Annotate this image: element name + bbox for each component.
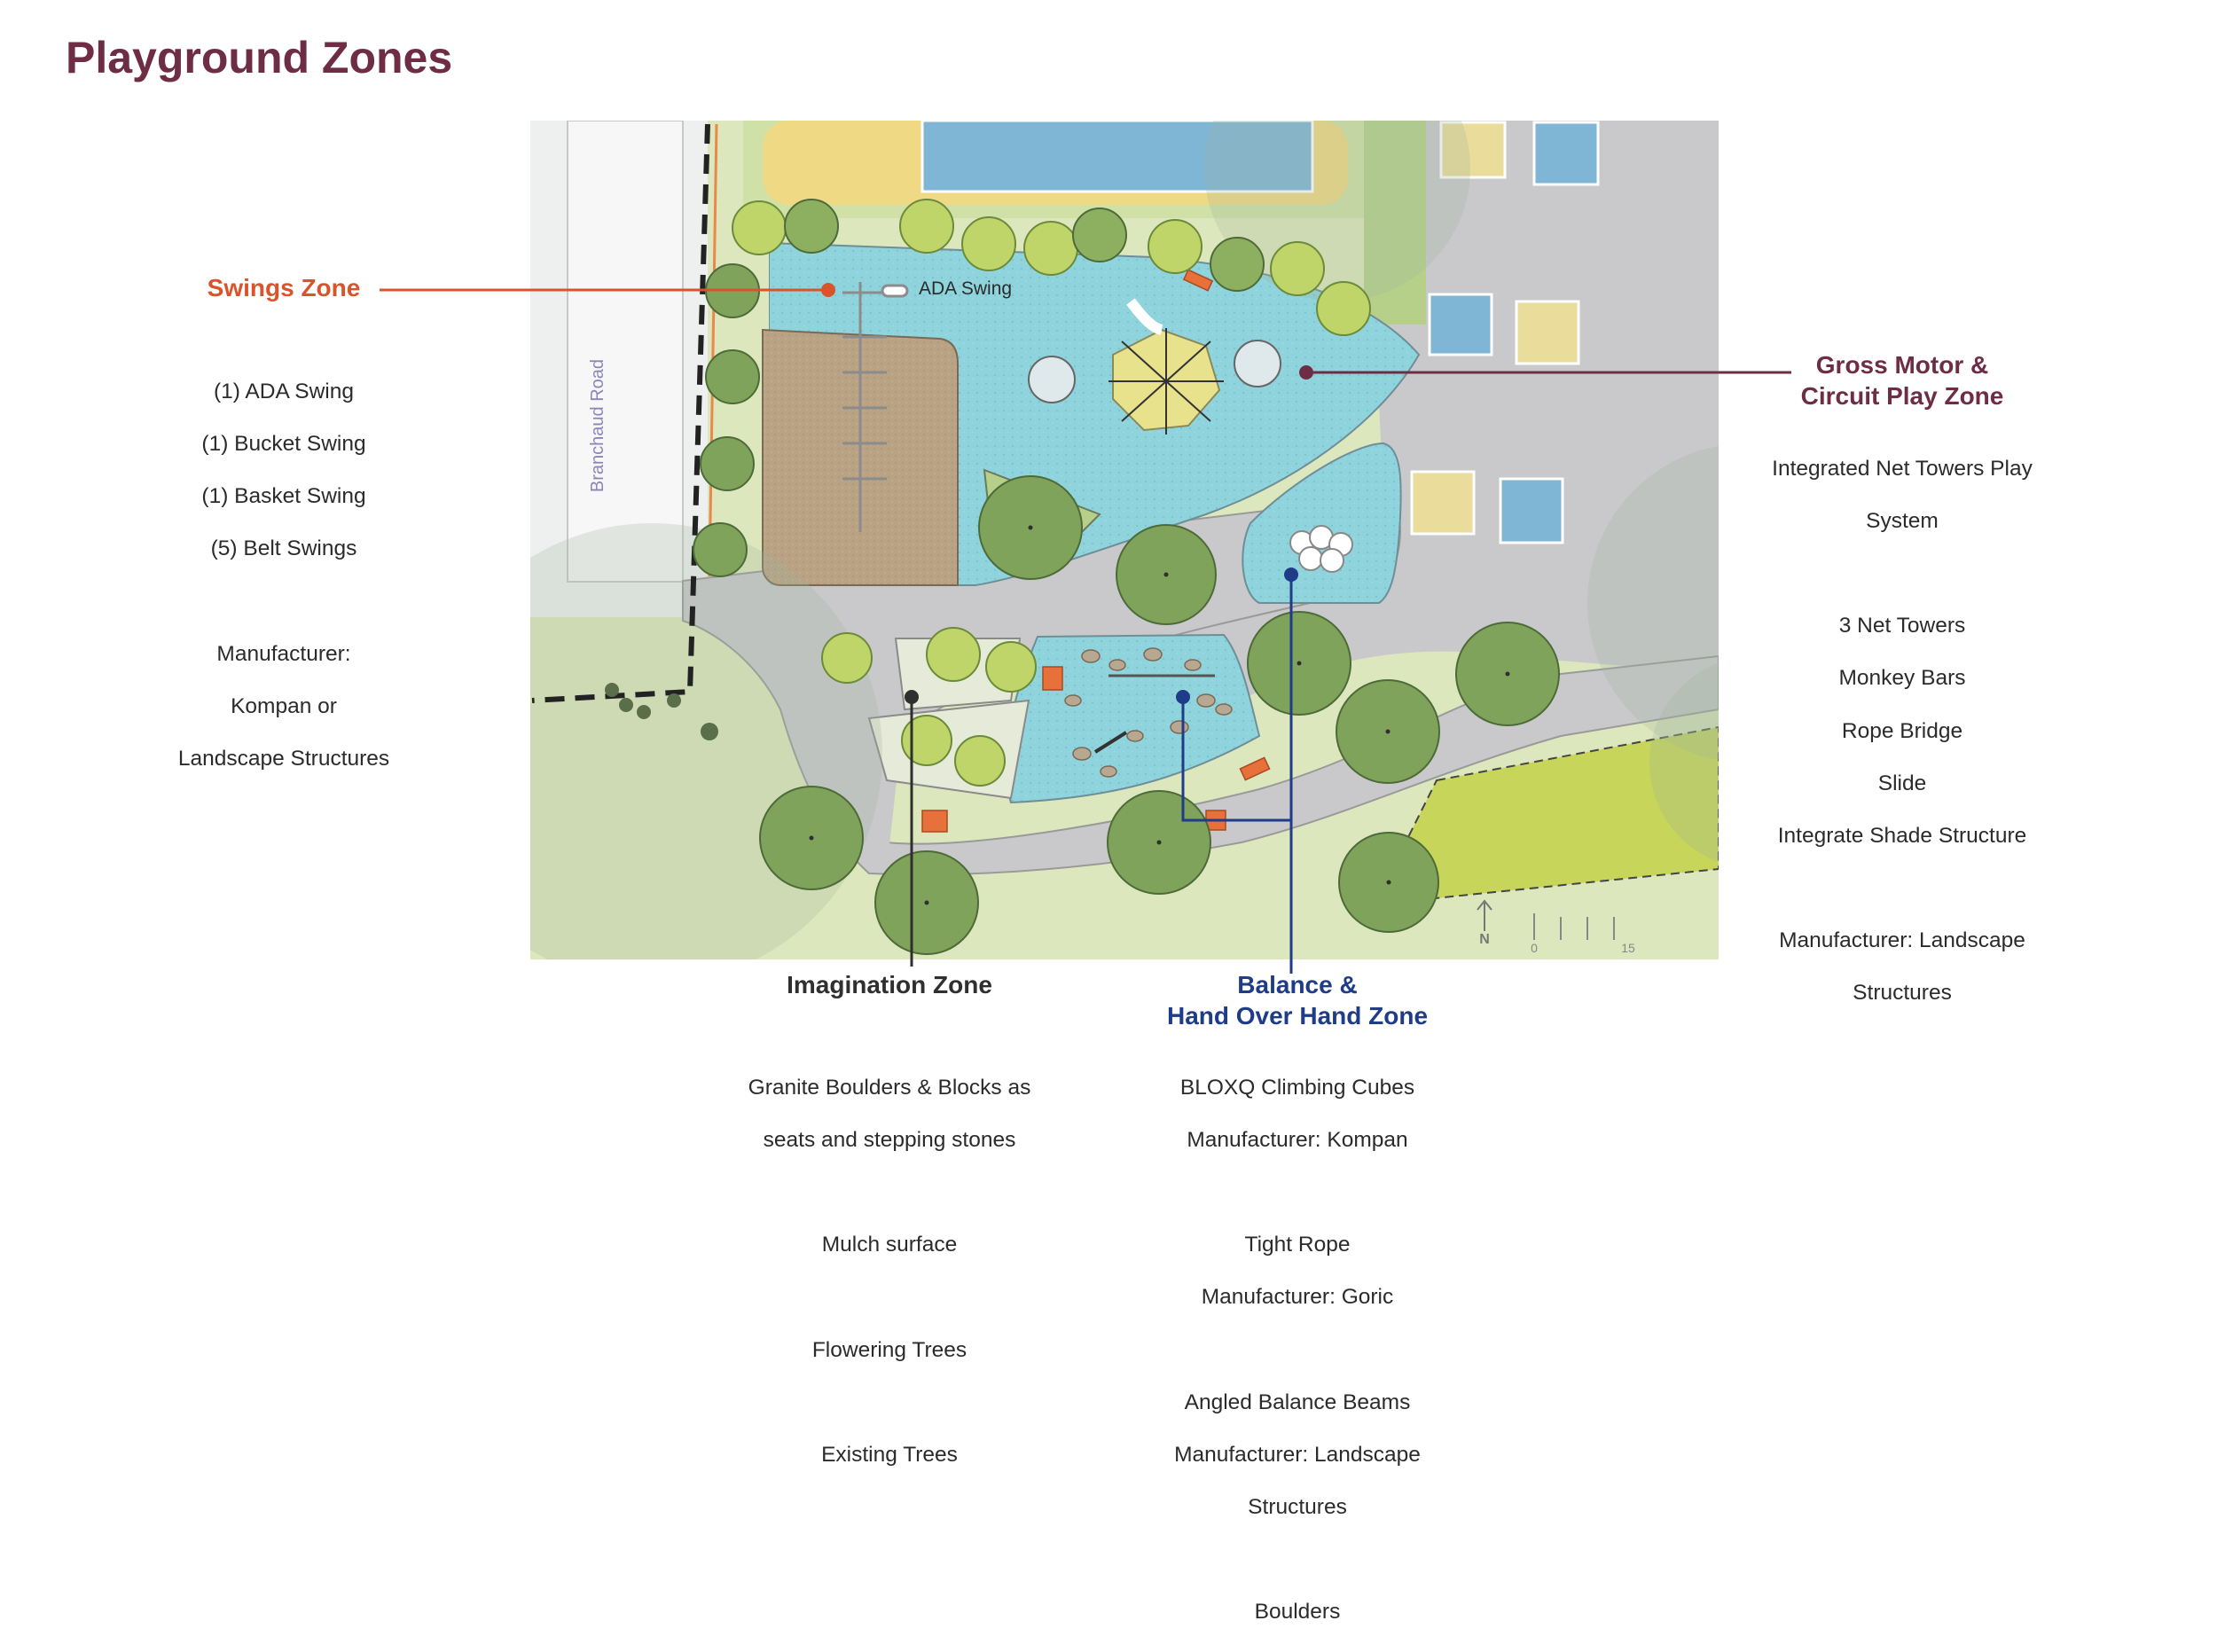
gross-motor-title-line1: Gross Motor & <box>1815 351 1989 379</box>
list-item: Boulders <box>1254 1600 1341 1625</box>
list-item: 3 Net Towers <box>1838 614 1966 638</box>
leader-balance <box>1176 568 1298 974</box>
page-title: Playground Zones <box>66 33 453 82</box>
list-item: Granite Boulders & Blocks as <box>748 1075 1031 1100</box>
scale-start-label: 0 <box>1531 941 1538 955</box>
list-item: seats and stepping stones <box>763 1127 1016 1152</box>
list-item: Rope Bridge <box>1841 718 1963 743</box>
boulders <box>1064 647 1233 778</box>
swing-frame <box>842 282 909 532</box>
list-item: Angled Balance Beams <box>1184 1390 1411 1414</box>
north-arrow-icon <box>1477 899 1492 931</box>
imagination-zone-list: Granite Boulders & Blocks as seats and s… <box>712 1048 1067 1494</box>
list-item: Structures <box>1248 1495 1347 1520</box>
gross-motor-zone-list: Integrated Net Towers Play System 3 Net … <box>1720 429 2084 1033</box>
list-item <box>1720 875 2084 902</box>
list-item: (5) Belt Swings <box>210 536 357 561</box>
net-towers <box>1028 298 1281 435</box>
list-item: (1) Bucket Swing <box>201 431 366 456</box>
list-item: Integrate Shade Structure <box>1777 823 2027 848</box>
list-item: Slide <box>1877 771 1927 795</box>
list-item <box>133 588 435 615</box>
leader-swings <box>380 283 835 297</box>
list-item <box>712 1179 1067 1206</box>
shrubs <box>605 683 718 740</box>
pavers <box>1410 121 1600 544</box>
scale-end-label: 15 <box>1621 941 1635 955</box>
list-item: Manufacturer: Landscape <box>1174 1442 1421 1467</box>
bloxq-cubes <box>1289 525 1353 573</box>
leader-gross-motor <box>1299 365 1791 380</box>
balance-zone-list: BLOXQ Climbing Cubes Manufacturer: Kompa… <box>1120 1048 1475 1652</box>
site-plan-map: Branchaud Road ADA Swing N 0 15 <box>530 121 1719 959</box>
list-item: System <box>1866 508 1939 533</box>
swings-zone-title: Swings Zone <box>207 274 361 301</box>
list-item <box>1720 560 2084 587</box>
site-plan: Branchaud Road ADA Swing N 0 15 <box>380 121 1791 974</box>
list-item: Manufacturer: Kompan <box>1187 1127 1408 1152</box>
ada-swing-label: ADA Swing <box>919 278 1012 299</box>
balance-zone-title: Balance & Hand Over Hand Zone <box>1120 969 1475 1031</box>
list-item: BLOXQ Climbing Cubes <box>1179 1075 1415 1100</box>
list-item <box>712 1390 1067 1416</box>
list-item: Existing Trees <box>821 1442 958 1467</box>
trees <box>693 199 1560 955</box>
imagination-zone-title: Imagination Zone <box>787 971 992 998</box>
leader-imagination <box>905 690 919 967</box>
list-item <box>1120 1337 1475 1364</box>
list-item: Flowering Trees <box>811 1337 967 1362</box>
list-item: Manufacturer: Goric <box>1201 1285 1394 1310</box>
list-item: Manufacturer: <box>216 641 351 666</box>
north-label: N <box>1479 932 1490 947</box>
list-item: Manufacturer: Landscape <box>1779 928 2025 953</box>
gross-motor-title-line2: Circuit Play Zone <box>1800 382 2004 410</box>
list-item: Monkey Bars <box>1838 666 1966 691</box>
list-item: (1) Basket Swing <box>201 483 366 508</box>
street-label: Branchaud Road <box>588 359 607 492</box>
list-item: Integrated Net Towers Play <box>1772 456 2033 481</box>
list-item: Kompan or <box>231 693 337 718</box>
swings-zone-list: (1) ADA Swing (1) Bucket Swing (1) Baske… <box>133 352 435 798</box>
list-item: Mulch surface <box>821 1233 958 1257</box>
list-item <box>1120 1546 1475 1573</box>
list-item <box>1120 1179 1475 1206</box>
list-item: Tight Rope <box>1244 1233 1351 1257</box>
gross-motor-zone-title: Gross Motor & Circuit Play Zone <box>1720 349 2084 411</box>
list-item: (1) ADA Swing <box>214 379 354 403</box>
balance-title-line2: Hand Over Hand Zone <box>1166 1002 1429 1030</box>
list-item <box>712 1284 1067 1311</box>
scale-bar <box>1533 913 1615 940</box>
list-item: Structures <box>1853 981 1952 1006</box>
balance-title-line1: Balance & <box>1237 971 1358 998</box>
list-item: Landscape Structures <box>177 746 390 771</box>
